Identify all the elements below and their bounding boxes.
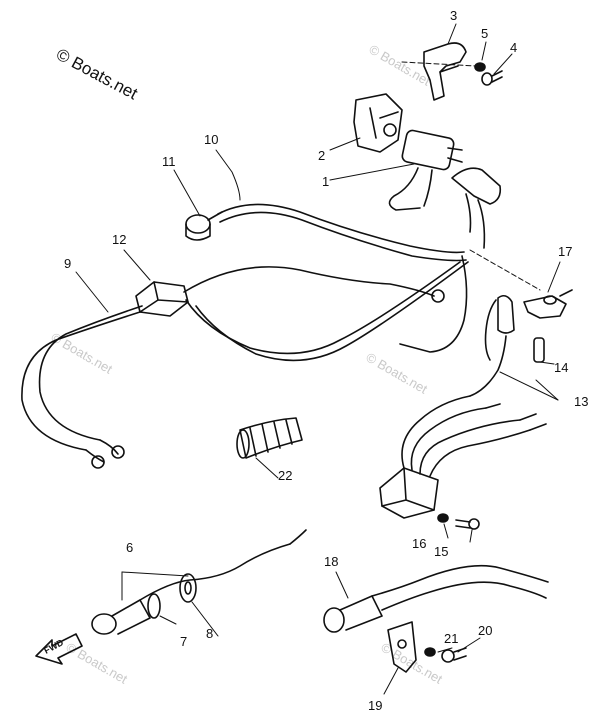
watermark-faint: © Boats.net (49, 330, 116, 377)
callout-7: 7 (180, 634, 187, 649)
callout-17: 17 (558, 244, 572, 259)
leader-dashed (401, 61, 477, 67)
screw-part-15 (455, 518, 480, 530)
watermark-main: © Boats.net (53, 45, 141, 104)
watermark-faint: © Boats.net (364, 350, 431, 397)
bracket-part-3 (423, 42, 467, 101)
callout-13: 13 (574, 394, 588, 409)
callout-15: 15 (434, 544, 448, 559)
callout-1: 1 (322, 174, 329, 189)
callout-22: 22 (278, 468, 292, 483)
leader-lines (75, 23, 561, 695)
wire-harness-part-10 (217, 203, 468, 353)
switch-lead (289, 529, 307, 545)
callout-18: 18 (324, 554, 338, 569)
fuse-part-14 (533, 337, 545, 363)
switch-part-18 (323, 564, 549, 633)
bracket-part-19 (387, 621, 417, 673)
callout-labels: 3 5 4 2 1 10 11 12 9 17 14 13 22 16 15 6… (64, 8, 588, 713)
fwd-arrow-icon (35, 633, 83, 665)
bracket-part-2 (353, 93, 403, 153)
callout-9: 9 (64, 256, 71, 271)
callout-14: 14 (554, 360, 568, 375)
callout-16: 16 (412, 536, 426, 551)
bracket-part-17 (523, 289, 573, 319)
nut-part-8 (147, 573, 197, 619)
callout-11: 11 (162, 154, 176, 169)
washer-part-21 (424, 647, 436, 657)
watermark-faint: © Boats.net (64, 640, 131, 687)
relay-part-1 (388, 129, 463, 211)
callout-4: 4 (510, 40, 517, 55)
wire-harness-part-9 (21, 261, 469, 469)
callout-8: 8 (206, 626, 213, 641)
fwd-label: FWD (42, 637, 65, 656)
boot-part-12 (135, 281, 189, 317)
watermark-faint: © Boats.net (379, 640, 446, 687)
callout-12: 12 (112, 232, 126, 247)
callout-3: 3 (450, 8, 457, 23)
washer-part-16 (437, 513, 449, 523)
grommet-part-22 (236, 417, 303, 459)
callout-5: 5 (481, 26, 488, 41)
washer-part-5 (474, 62, 486, 72)
fuse-holder-part-13 (469, 294, 515, 397)
callout-20: 20 (478, 623, 492, 638)
leader-dashed (469, 249, 541, 291)
clip-part-11 (185, 211, 223, 241)
switch-part-7 (91, 543, 291, 635)
callout-21: 21 (444, 631, 458, 646)
callout-2: 2 (318, 148, 325, 163)
screw-part-4 (481, 70, 503, 86)
callout-6: 6 (126, 540, 133, 555)
connector-boots (451, 167, 502, 249)
rectifier-part-13 (379, 395, 547, 519)
callout-10: 10 (204, 132, 218, 147)
callout-19: 19 (368, 698, 382, 713)
